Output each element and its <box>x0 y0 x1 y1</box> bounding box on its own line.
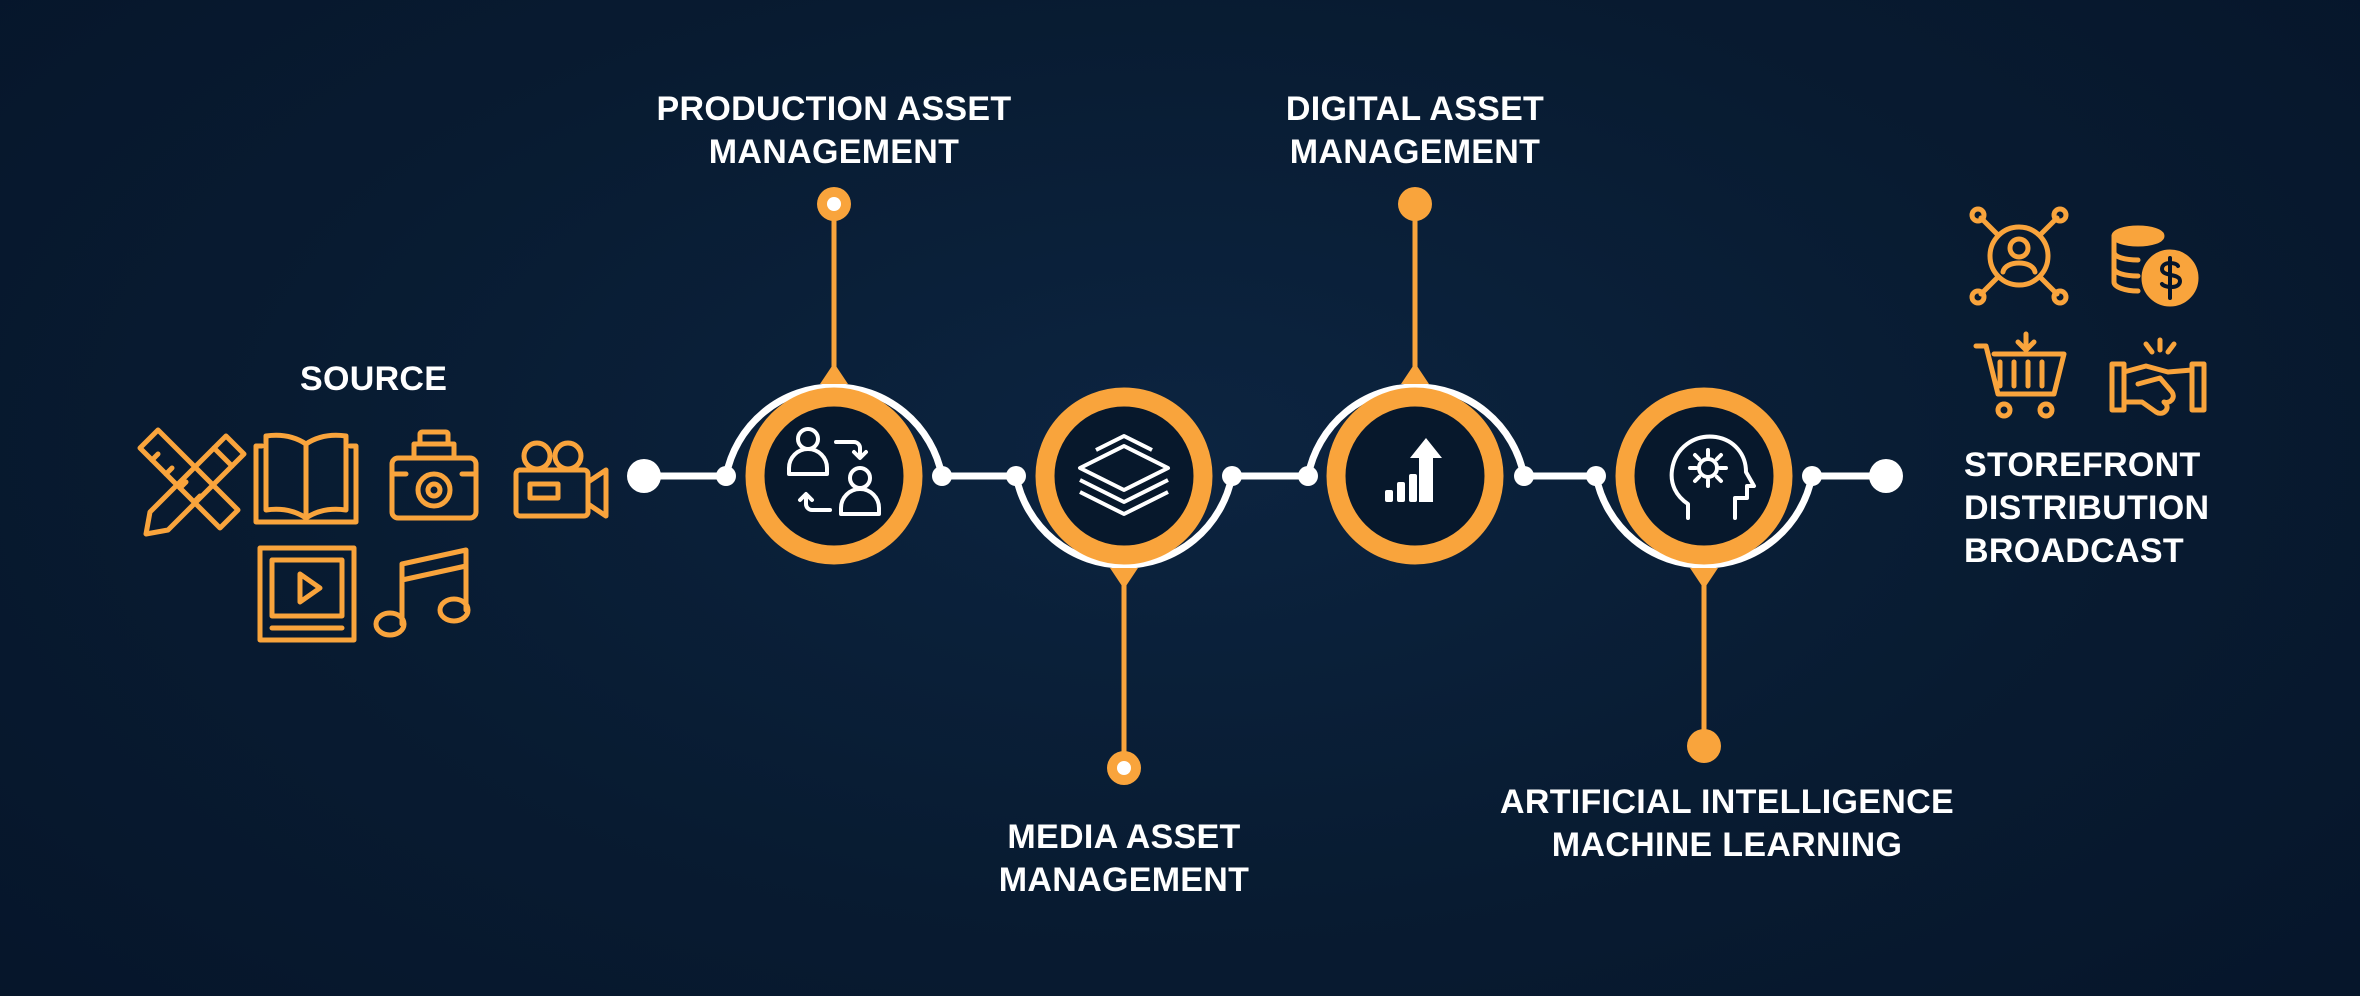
stage-label-line: MANAGEMENT <box>708 133 960 171</box>
video-player-icon <box>257 545 357 643</box>
stage-label-line: MANAGEMENT <box>1289 133 1541 171</box>
stage-node-ai <box>1615 387 1793 589</box>
growth-chart-icon <box>1385 438 1442 502</box>
video-camera-icon <box>513 440 609 519</box>
shopping-cart-icon <box>1973 331 2067 419</box>
output-label-storefront: STOREFRONT <box>1964 446 2201 484</box>
stage-label-ai: ARTIFICIAL INTELLIGENCE MACHINE LEARNING <box>1454 781 2000 867</box>
stems <box>831 204 1707 768</box>
stage-label-media: MEDIA ASSET MANAGEMENT <box>964 816 1284 902</box>
stage-label-line: DIGITAL ASSET <box>1285 90 1545 128</box>
stage-node-digital <box>1326 363 1504 565</box>
stage-label-line: ARTIFICIAL INTELLIGENCE <box>1500 783 1954 821</box>
book-icon <box>253 432 359 525</box>
output-label-broadcast: BROADCAST <box>1964 532 2184 570</box>
pencil-ruler-icon <box>137 427 247 537</box>
stage-label-digital: DIGITAL ASSET MANAGEMENT <box>1255 88 1575 174</box>
output-icons <box>1969 206 2207 419</box>
stage-node-media <box>1035 387 1213 589</box>
end-dot <box>1869 459 1903 493</box>
stage-node-production <box>745 363 923 565</box>
stem-end-dots <box>817 187 1721 785</box>
ai-head-gear-icon <box>1669 434 1756 520</box>
timeline <box>640 383 1890 569</box>
camera-icon <box>389 429 479 521</box>
stage-label-line: MEDIA ASSET <box>1007 818 1241 856</box>
layers-icon <box>1078 434 1170 516</box>
stage-label-line: MANAGEMENT <box>998 861 1250 899</box>
music-note-icon <box>373 547 471 638</box>
source-title: SOURCE <box>300 360 448 398</box>
stage-label-line: PRODUCTION ASSET <box>656 90 1012 128</box>
start-dot <box>627 459 661 493</box>
output-labels: STOREFRONT DISTRIBUTION BROADCAST <box>1964 444 2209 573</box>
handshake-icon <box>2109 337 2207 416</box>
timeline-end-dots <box>627 459 1903 493</box>
stage-label-line: MACHINE LEARNING <box>1551 826 1903 864</box>
user-exchange-icon <box>787 427 881 516</box>
network-user-icon <box>1969 206 2069 306</box>
source-icons <box>137 427 609 643</box>
stage-label-production: PRODUCTION ASSET MANAGEMENT <box>632 88 1036 174</box>
output-label-distribution: DISTRIBUTION <box>1964 489 2210 527</box>
coins-dollar-icon <box>2111 225 2199 307</box>
